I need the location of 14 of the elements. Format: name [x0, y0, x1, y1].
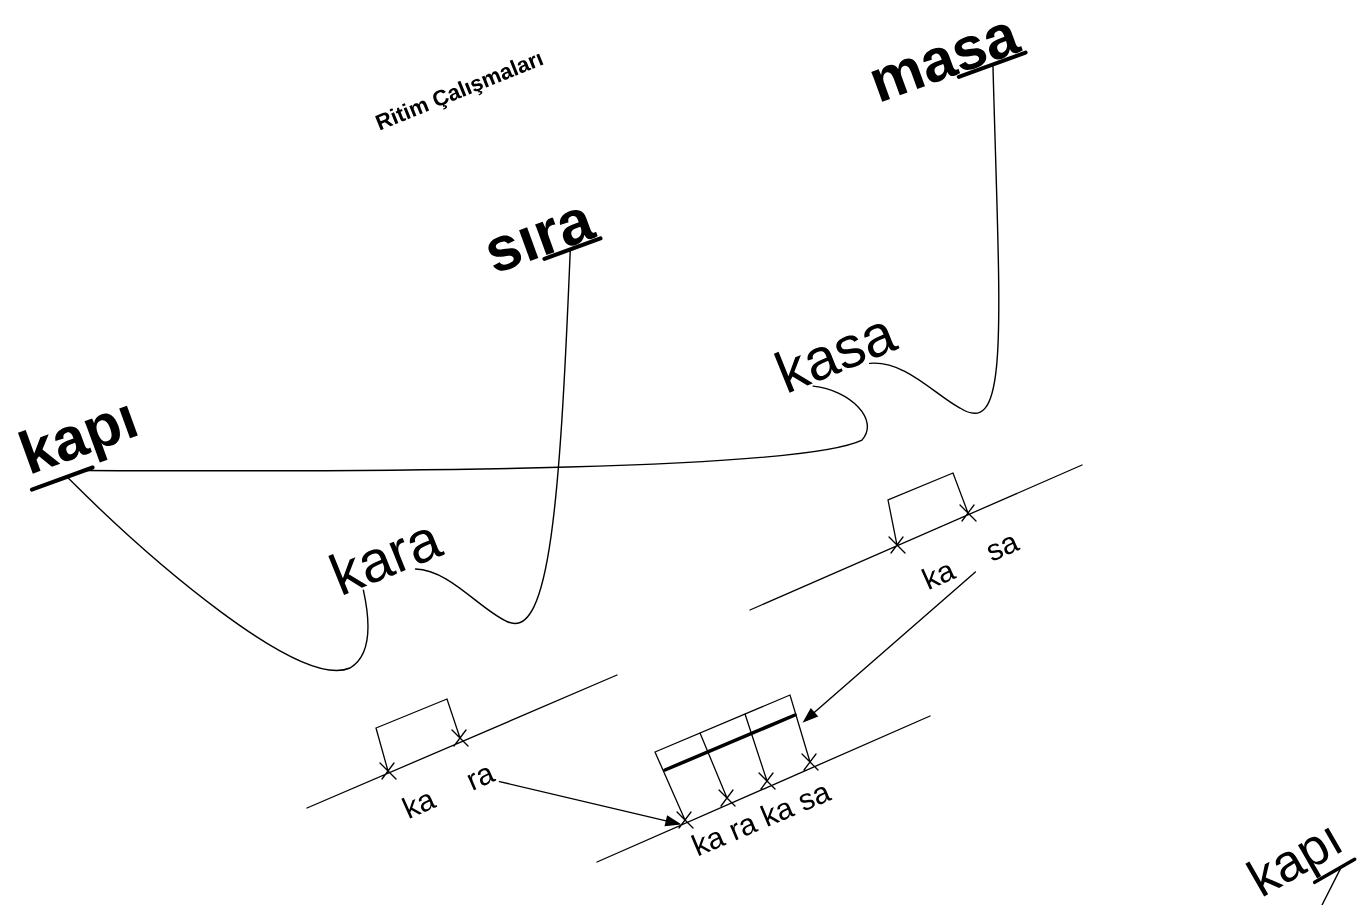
word: kasa [773, 324, 900, 393]
syllable-label: ka ra [401, 768, 497, 819]
leader-line [1321, 866, 1343, 905]
word: kapı [17, 405, 138, 492]
leader-line [414, 248, 571, 624]
leader-line [83, 385, 868, 472]
leader-line [869, 63, 1000, 414]
word: sıra [488, 209, 603, 271]
syllable-label: ka ra ka sa [690, 787, 833, 856]
leader-line [66, 476, 369, 672]
word: kapı [1245, 827, 1357, 897]
syllable-label: ka sa [921, 537, 1021, 590]
word: kara [328, 529, 445, 595]
word: masa [871, 24, 1028, 102]
